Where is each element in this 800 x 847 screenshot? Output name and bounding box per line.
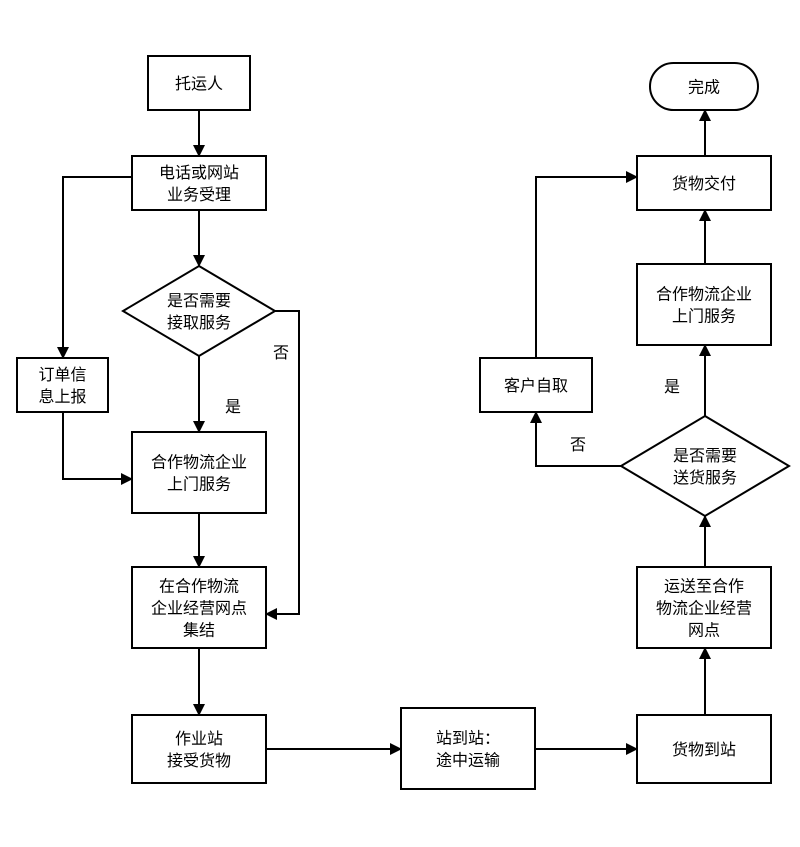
node-label: 货物交付 [672, 174, 736, 193]
process-box [16, 357, 109, 413]
node-transit: 站到站： 途中运输 [400, 707, 536, 790]
node-label: 上门服务 [672, 307, 736, 326]
node-label: 客户自取 [504, 376, 568, 395]
node-label: 货物到站 [672, 740, 736, 759]
edge-label-no: 否 [273, 343, 289, 362]
terminal-shape [649, 62, 759, 111]
node-label: 在合作物流 [159, 577, 239, 596]
node-label: 集结 [183, 621, 215, 640]
node-label: 合作物流企业 [656, 285, 752, 304]
process-box [131, 714, 267, 784]
node-done: 完成 [649, 62, 759, 111]
node-label: 物流企业经营 [656, 599, 752, 618]
process-box [636, 566, 772, 649]
process-box [636, 714, 772, 784]
node-label: 托运人 [175, 74, 223, 93]
edge-label-yes: 是 [664, 377, 680, 396]
node-label: 运送至合作 [664, 577, 744, 596]
process-box [147, 55, 251, 111]
node-label: 完成 [688, 78, 720, 97]
node-label: 站到站： [436, 729, 500, 748]
decision-diamond [619, 414, 791, 518]
node-label: 是否需要 [673, 446, 737, 465]
edge-label-no: 否 [570, 435, 586, 454]
node-label: 作业站 [175, 729, 223, 748]
node-label: 企业经营网点 [151, 599, 247, 618]
node-label: 上门服务 [167, 475, 231, 494]
node-handover: 货物交付 [636, 155, 772, 211]
edge-need_delivery-to-self_pickup [530, 411, 621, 467]
edge-order_report-to-partner_pickup [62, 412, 133, 485]
node-label: 是否需要 [167, 291, 231, 310]
node-label: 网点 [688, 621, 720, 640]
edge-accept-to-order_report [57, 176, 132, 359]
node-label: 订单信 [38, 365, 86, 384]
process-box [479, 357, 593, 413]
node-label: 途中运输 [436, 751, 500, 770]
process-box [400, 707, 536, 790]
node-arrive: 货物到站 [636, 714, 772, 784]
node-label: 送货服务 [673, 468, 737, 487]
node-shipper: 托运人 [147, 55, 251, 111]
decision-diamond [121, 264, 277, 358]
process-box [636, 155, 772, 211]
node-label: 接受货物 [167, 751, 231, 770]
edge-need_pickup-to-assemble [265, 310, 300, 620]
process-box [131, 566, 267, 649]
node-label: 接取服务 [167, 313, 231, 332]
node-self-pickup: 客户自取 [479, 357, 593, 413]
edge-self_pickup-to-handover [535, 171, 638, 358]
process-box [131, 155, 267, 211]
process-box [636, 263, 772, 346]
node-label: 息上报 [38, 387, 86, 406]
node-label: 合作物流企业 [151, 453, 247, 472]
node-label: 电话或网站 [159, 163, 239, 182]
node-label: 业务受理 [167, 185, 231, 204]
process-box [131, 431, 267, 514]
edge-label-yes: 是 [225, 397, 241, 416]
